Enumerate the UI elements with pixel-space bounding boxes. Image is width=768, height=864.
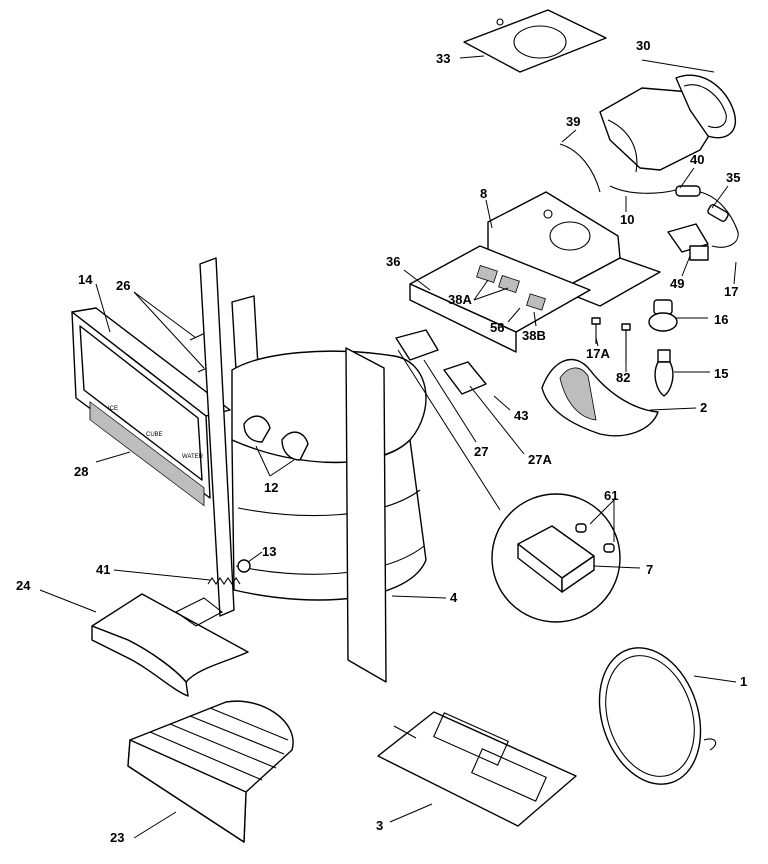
part-49-lamp-bracket: [667, 223, 709, 261]
callout-56: 56: [490, 320, 504, 335]
callout-36: 36: [386, 254, 400, 269]
callout-14: 14: [78, 272, 93, 287]
callout-labels: 33 30 39 40 35 8 10 36 49 17 14 26 38A 5…: [16, 38, 747, 845]
callout-43: 43: [514, 408, 528, 423]
part-4-dispenser-housing: [199, 257, 427, 683]
panel-label-ice: ICE: [108, 406, 118, 412]
part-41-13-spring: [207, 559, 251, 585]
callout-38a: 38A: [448, 292, 472, 307]
panel-label-water: WATER: [182, 454, 204, 460]
callout-13: 13: [262, 544, 276, 559]
callout-40: 40: [690, 152, 704, 167]
callout-10: 10: [620, 212, 634, 227]
callout-2: 2: [700, 400, 707, 415]
panel-label-cube: CUBE: [146, 432, 163, 438]
callout-23: 23: [110, 830, 124, 845]
callout-17a: 17A: [586, 346, 610, 361]
callout-61: 61: [604, 488, 618, 503]
callout-33: 33: [436, 51, 450, 66]
callout-41: 41: [96, 562, 110, 577]
part-12-clips: [243, 415, 309, 461]
callout-16: 16: [714, 312, 728, 327]
callout-12: 12: [264, 480, 278, 495]
callout-8: 8: [480, 186, 487, 201]
part-2-light-shield: [541, 358, 659, 437]
part-30-chute-housing: [599, 59, 737, 173]
callout-82: 82: [616, 370, 630, 385]
callout-4: 4: [450, 590, 458, 605]
callout-27: 27: [474, 444, 488, 459]
part-15-light-bulb: [654, 349, 674, 397]
callout-27a: 27A: [528, 452, 552, 467]
callout-15: 15: [714, 366, 728, 381]
part-3-heater-plate: [377, 711, 577, 827]
part-40-35-wire-harness: [609, 185, 739, 248]
callout-28: 28: [74, 464, 88, 479]
part-17a-82-screws: [591, 317, 631, 362]
callout-39: 39: [566, 114, 580, 129]
callout-24: 24: [16, 578, 31, 593]
part-24-drip-tray: [91, 593, 249, 697]
part-36-mounting-plate: [409, 245, 591, 353]
callout-26: 26: [116, 278, 130, 293]
part-23-grille: [127, 700, 294, 843]
part-33-cover-plate: [463, 9, 607, 73]
callout-1: 1: [740, 674, 747, 689]
part-1-gasket-ring: [598, 647, 717, 785]
leader-lines: [39, 55, 737, 839]
callout-35: 35: [726, 170, 740, 185]
callout-17: 17: [724, 284, 738, 299]
callout-38b: 38B: [522, 328, 546, 343]
part-27-27a-actuators: [395, 329, 487, 395]
callout-3: 3: [376, 818, 383, 833]
part-16-lamp-socket: [648, 299, 678, 332]
callout-49: 49: [670, 276, 684, 291]
part-14-front-panel: ICE CUBE WATER: [71, 307, 231, 507]
callout-30: 30: [636, 38, 650, 53]
part-39-spring: [559, 143, 601, 193]
part-7-61-switch-detail: [491, 493, 621, 623]
callout-7: 7: [646, 562, 653, 577]
